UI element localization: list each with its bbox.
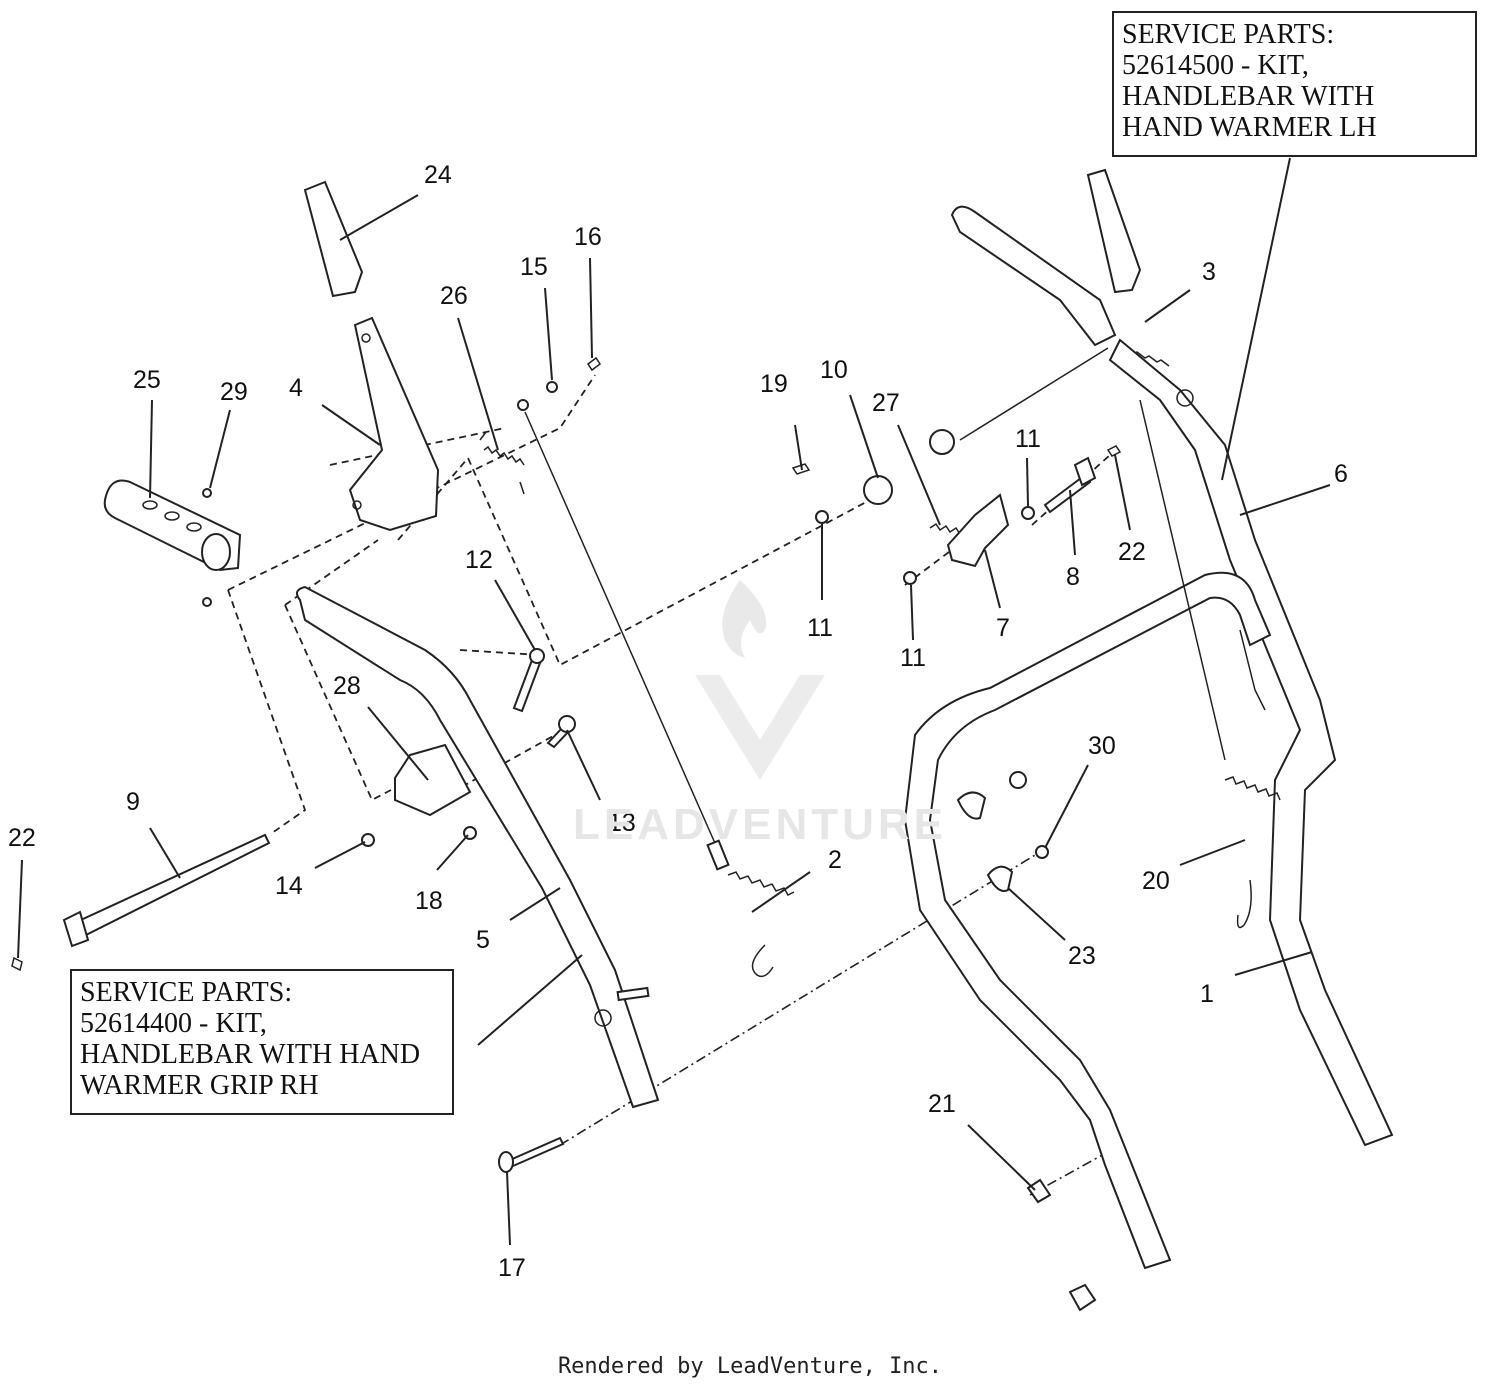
part-20-cable <box>1139 399 1281 929</box>
part-16-pin <box>586 356 602 372</box>
part-22-clip-upper <box>1106 445 1122 457</box>
part-7-bracket <box>946 493 1010 568</box>
callout-29: 29 <box>220 378 248 406</box>
callout-10: 10 <box>820 356 848 384</box>
part-13-bolt <box>546 715 576 749</box>
part-2-cable <box>517 399 795 978</box>
part-4-handle-bracket <box>348 316 440 532</box>
service-parts-lh-line: 52614500 - KIT, <box>1122 50 1309 81</box>
footer-credit: Rendered by LeadVenture, Inc. <box>557 1354 943 1379</box>
callout-16: 16 <box>574 223 602 251</box>
part-12-shaft <box>512 648 545 713</box>
part-11-nut-a <box>815 510 829 524</box>
service-parts-lh-line: HAND WARMER LH <box>1122 112 1377 143</box>
part-26-spring <box>479 431 525 495</box>
part-6-lh-handlebar <box>1108 338 1394 1147</box>
callout-20: 20 <box>1142 867 1170 895</box>
part-30-washer <box>1035 845 1049 859</box>
leader-lines <box>17 157 1331 1246</box>
part-27-spring <box>929 522 961 535</box>
callout-27: 27 <box>872 389 900 417</box>
part-15-washer <box>546 381 558 393</box>
part-5-rh-handlebar <box>295 585 660 1109</box>
service-parts-rh-box: SERVICE PARTS: 52614400 - KIT, HANDLEBAR… <box>70 969 454 1115</box>
callout-8: 8 <box>1066 563 1080 591</box>
part-29-screw-lower <box>202 597 212 607</box>
callout-3: 3 <box>1202 258 1216 286</box>
callout-1: 1 <box>1200 980 1214 1008</box>
part-25-grip <box>103 479 242 572</box>
part-24-grip-cover <box>303 180 364 298</box>
callout-14: 14 <box>275 872 303 900</box>
part-22-clip <box>11 956 23 972</box>
callout-26: 26 <box>440 282 468 310</box>
part-3-lh-grip <box>929 168 1170 455</box>
callout-21: 21 <box>928 1090 956 1118</box>
part-23-knob <box>986 865 1014 892</box>
callout-9: 9 <box>126 788 140 816</box>
callout-30: 30 <box>1088 732 1116 760</box>
callout-22-a: 22 <box>8 824 36 852</box>
callout-18: 18 <box>415 887 443 915</box>
callout-7: 7 <box>996 614 1010 642</box>
callout-11-a: 11 <box>807 614 833 642</box>
callout-5: 5 <box>476 926 490 954</box>
service-parts-rh-line: SERVICE PARTS: <box>80 977 293 1008</box>
callout-23: 23 <box>1068 942 1096 970</box>
callout-numbers: 1 2 3 4 5 6 7 8 9 10 11 11 11 11 12 13 1… <box>8 161 1348 1282</box>
part-21-bolt-lower <box>1068 1283 1097 1312</box>
part-28-switch <box>394 743 472 817</box>
callout-2: 2 <box>828 846 842 874</box>
service-parts-rh-line: 52614400 - KIT, <box>80 1008 267 1039</box>
callout-11-b: 11 <box>900 644 926 672</box>
callout-6: 6 <box>1334 460 1348 488</box>
part-14-washer <box>361 833 375 847</box>
callout-25: 25 <box>133 366 161 394</box>
callout-11-c: 11 <box>1015 425 1041 453</box>
callout-13: 13 <box>608 809 636 837</box>
service-parts-lh-line: HANDLEBAR WITH <box>1122 81 1375 112</box>
callout-22-b: 22 <box>1118 538 1146 566</box>
part-11-nut-b <box>903 571 917 585</box>
callout-12: 12 <box>465 546 493 574</box>
service-parts-rh-line: WARMER GRIP RH <box>80 1070 319 1101</box>
service-parts-lh-box: SERVICE PARTS: 52614500 - KIT, HANDLEBAR… <box>1112 11 1477 157</box>
service-parts-lh-line: SERVICE PARTS: <box>1122 19 1335 50</box>
part-21-bolt <box>1026 1178 1052 1204</box>
callout-17: 17 <box>498 1254 526 1282</box>
callout-28: 28 <box>333 672 361 700</box>
part-11-nut-c <box>1021 506 1035 520</box>
handle-bushing <box>1009 771 1027 789</box>
part-1-lower-handle <box>903 571 1272 1270</box>
part-9-rod <box>62 833 271 948</box>
callout-24: 24 <box>424 161 452 189</box>
callout-4: 4 <box>289 374 303 402</box>
service-parts-rh-line: HANDLEBAR WITH HAND <box>80 1039 421 1070</box>
callout-15: 15 <box>520 253 548 281</box>
part-29-screw <box>202 488 212 498</box>
part-10-bushing <box>863 475 893 505</box>
part-8-pin <box>1043 456 1097 514</box>
part-23-knob-upper <box>956 791 987 820</box>
callout-19: 19 <box>760 370 788 398</box>
part-17-bolt <box>498 1136 565 1173</box>
